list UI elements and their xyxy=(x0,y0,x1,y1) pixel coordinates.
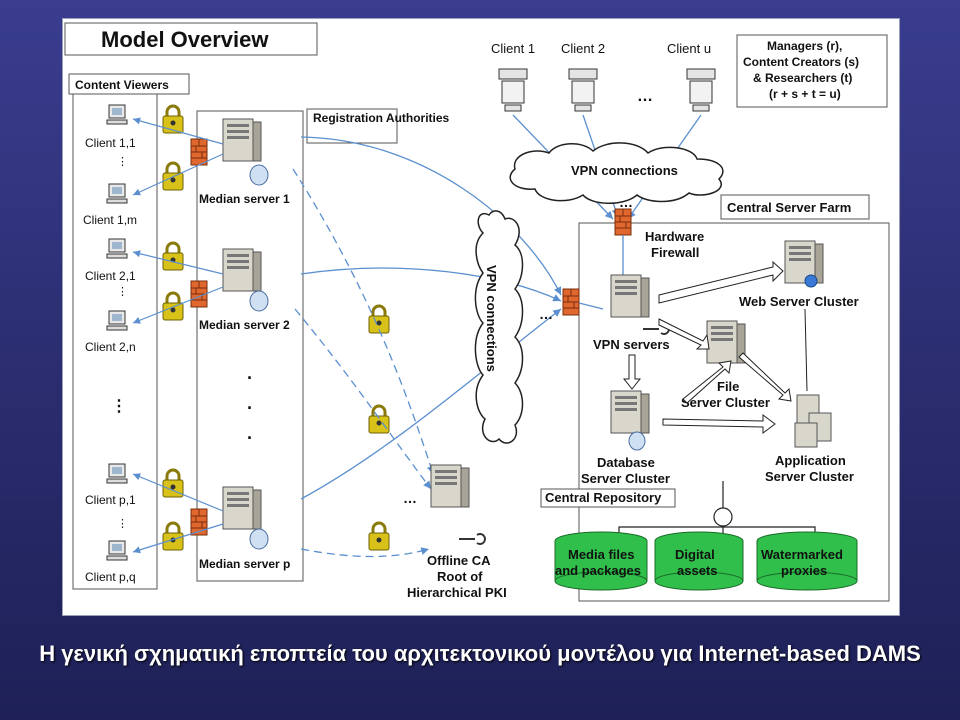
repository-label: Digital xyxy=(675,547,715,562)
managers-line: & Researchers (t) xyxy=(753,71,852,85)
client-label: Client p,1 xyxy=(85,493,136,507)
hardware-firewall-icon xyxy=(614,208,632,236)
client-icon xyxy=(106,310,128,331)
client-label: Client p,q xyxy=(85,570,136,584)
key-icon xyxy=(459,533,486,545)
ellipsis-vertical: ⋮ xyxy=(117,156,128,168)
lock-icon xyxy=(367,304,391,335)
web-server-cluster-label: Web Server Cluster xyxy=(739,294,859,309)
dots-vertical: · xyxy=(247,428,253,448)
vpn-vertical-label: VPN connections xyxy=(484,265,499,372)
lock-icon xyxy=(161,521,185,552)
dots-vertical: · xyxy=(247,368,253,388)
ellipsis-vertical: ⋮ xyxy=(111,398,127,415)
managers-box xyxy=(736,34,888,108)
hardware-firewall-label: Firewall xyxy=(651,245,699,260)
dots-horizontal: … xyxy=(619,194,633,210)
median-server-1-icon xyxy=(222,118,262,162)
client-terminal-icon xyxy=(498,68,528,112)
file-server-cluster-label: File xyxy=(717,379,739,394)
database-server-cluster-label: Server Cluster xyxy=(581,471,670,486)
repository-media-files xyxy=(554,531,648,591)
lock-icon xyxy=(367,404,391,435)
architecture-diagram: Model Overview Content Viewers Client 1,… xyxy=(64,22,890,602)
repository-label: assets xyxy=(677,563,717,578)
managers-line: Content Creators (s) xyxy=(743,55,859,69)
client-icon xyxy=(106,540,128,561)
top-client-label: Client u xyxy=(667,41,711,56)
content-viewers-column xyxy=(72,88,158,590)
client-icon xyxy=(106,183,128,204)
firewall-icon xyxy=(562,288,580,316)
median-server-label: Median server p xyxy=(199,557,290,571)
file-server-cluster-label: Server Cluster xyxy=(681,395,770,410)
repository-label: and packages xyxy=(555,563,641,578)
vpn-server-icon xyxy=(610,274,650,318)
client-label: Client 2,1 xyxy=(85,269,136,283)
repository-watermarked-proxies xyxy=(756,531,858,591)
client-label: Client 2,n xyxy=(85,340,136,354)
database-server-cluster-label: Database xyxy=(597,455,655,470)
dots-horizontal: … xyxy=(403,490,417,506)
registration-authorities-label: Registration Authorities xyxy=(313,111,450,125)
vpn-top-label: VPN connections xyxy=(571,163,678,178)
application-server-cluster-label: Server Cluster xyxy=(765,469,854,484)
dots-horizontal: … xyxy=(539,306,553,322)
repository-label: proxies xyxy=(781,563,827,578)
vpn-cloud-top xyxy=(509,142,724,204)
lock-icon xyxy=(367,521,391,552)
database-server-icon xyxy=(610,390,650,434)
ellipsis-vertical: ⋮ xyxy=(117,286,128,298)
top-client-label: Client 1 xyxy=(491,41,535,56)
application-server-icon xyxy=(794,394,832,448)
median-server-2-icon xyxy=(222,248,262,292)
dots-horizontal: … xyxy=(637,88,653,105)
title-box xyxy=(64,22,318,56)
median-server-label: Median server 1 xyxy=(199,192,290,206)
ellipsis-vertical: ⋮ xyxy=(117,518,128,530)
hardware-firewall-label: Hardware xyxy=(645,229,704,244)
client-terminal-icon xyxy=(686,68,716,112)
client-label: Client 1,m xyxy=(83,213,137,227)
diagram-title: Model Overview xyxy=(101,27,269,52)
median-server-label: Median server 2 xyxy=(199,318,290,332)
repository-label: Media files xyxy=(568,547,634,562)
client-icon xyxy=(106,104,128,125)
offline-ca-label: Root of xyxy=(437,569,483,584)
offline-ca-server-icon xyxy=(430,464,470,508)
repository-digital-assets xyxy=(654,531,744,591)
dots-vertical: · xyxy=(247,398,253,418)
managers-line: (r + s + t = u) xyxy=(769,87,841,101)
median-server-p-icon xyxy=(222,486,262,530)
vpn-servers-label: VPN servers xyxy=(593,337,670,352)
firewall-icon xyxy=(190,138,208,166)
content-viewers-label: Content Viewers xyxy=(75,78,169,92)
lock-icon xyxy=(161,241,185,272)
web-server-icon xyxy=(784,240,824,284)
globe-icon xyxy=(804,274,818,288)
slide-panel: Model Overview Content Viewers Client 1,… xyxy=(62,18,900,616)
vpn-cloud-vertical xyxy=(474,210,524,444)
repository-junction xyxy=(713,507,733,527)
client-label: Client 1,1 xyxy=(85,136,136,150)
central-repository-label: Central Repository xyxy=(545,490,662,505)
top-client-label: Client 2 xyxy=(561,41,605,56)
client-icon xyxy=(106,463,128,484)
offline-ca-label: Hierarchical PKI xyxy=(407,585,507,600)
managers-line: Managers (r), xyxy=(767,39,842,53)
client-icon xyxy=(106,238,128,259)
slide-caption: Η γενική σχηματική εποπτεία του αρχιτεκτ… xyxy=(39,641,921,666)
central-server-farm-label: Central Server Farm xyxy=(727,200,851,215)
lock-icon xyxy=(161,104,185,135)
offline-ca-label: Offline CA xyxy=(427,553,491,568)
client-terminal-icon xyxy=(568,68,598,112)
application-server-cluster-label: Application xyxy=(775,453,846,468)
repository-label: Watermarked xyxy=(761,547,843,562)
